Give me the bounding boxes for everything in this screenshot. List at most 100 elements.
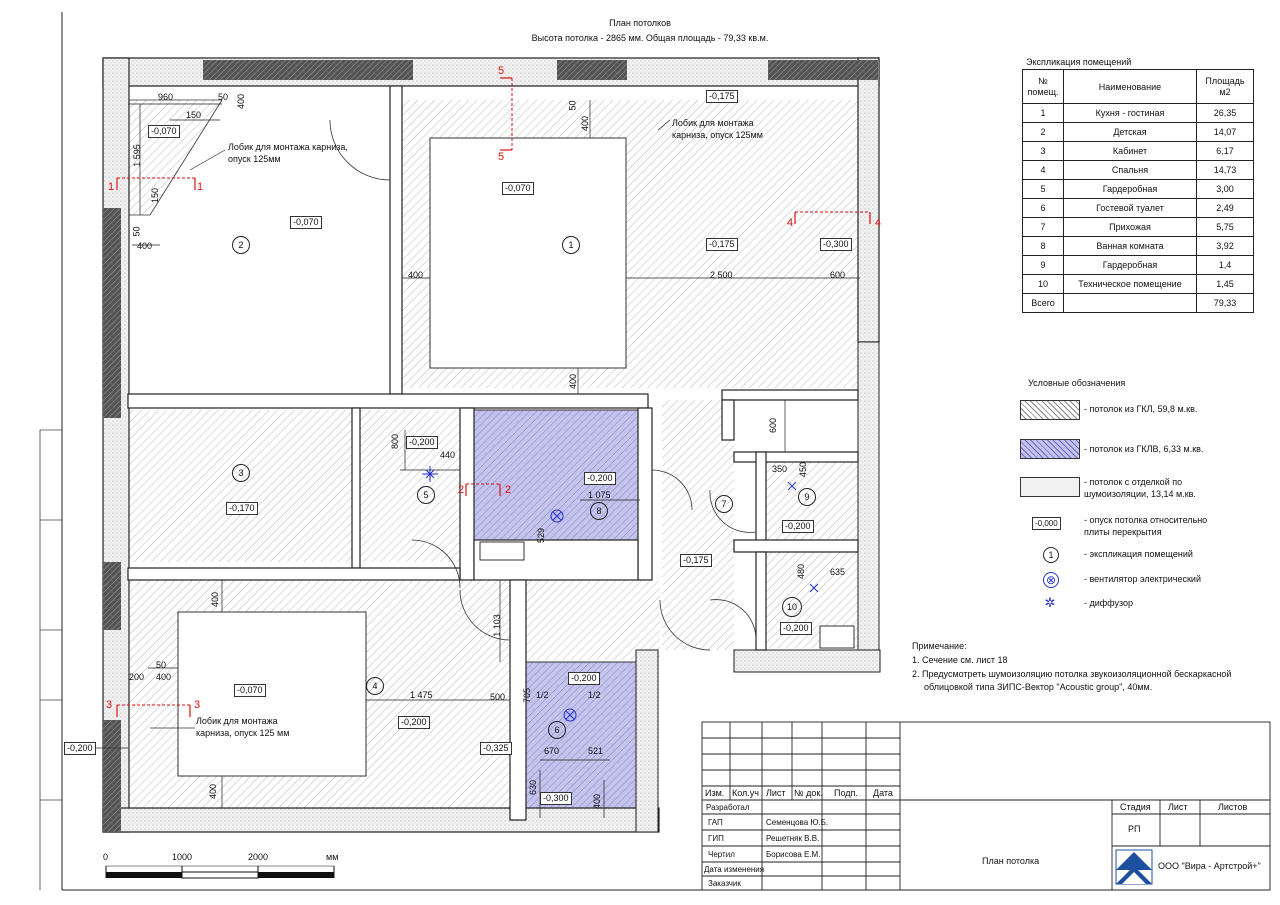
ceiling-recess-room1: [429, 137, 627, 369]
stamp-sheets-label: Листов: [1218, 802, 1248, 812]
legend-text: - диффузор: [1084, 598, 1134, 608]
level-mark: -0,300: [820, 238, 852, 251]
notes-title: Примечание:: [912, 641, 967, 651]
ceiling-zone-room5: [360, 410, 460, 562]
legend-text: - потолок из ГКЛВ, 6,33 м.кв.: [1084, 444, 1204, 454]
diffuser-icon: ✲: [1044, 595, 1056, 610]
dim-label: 400: [568, 373, 579, 390]
note-line: 1. Сечение см. лист 18: [912, 655, 1008, 665]
dim-label: 480: [796, 563, 807, 580]
table-cell: 8: [1022, 236, 1064, 256]
stamp-drawing-title: План потолка: [982, 856, 1040, 866]
dim-label: 529: [536, 527, 547, 544]
stamp-stage-label: Стадия: [1120, 802, 1151, 812]
table-cell: 5,75: [1196, 217, 1254, 237]
dim-label: 960: [158, 92, 174, 102]
stamp-name: Борисова Е.М.: [766, 850, 821, 859]
room-marker-2: 2: [232, 236, 250, 254]
dim-label: 400: [592, 793, 603, 810]
table-cell: 6,17: [1196, 141, 1254, 161]
dim-label: 400: [156, 672, 172, 682]
dim-label: 500: [490, 692, 506, 702]
legend-text: - экспликация помещений: [1084, 549, 1193, 559]
table-cell: [1063, 293, 1197, 313]
explication-header-name: Наименование: [1063, 69, 1197, 104]
stamp-header: Лист: [766, 788, 786, 798]
note-line: 2. Предусмотреть шумоизоляцию потолка зв…: [912, 669, 1232, 679]
scale-tick-1000: 1000: [172, 852, 193, 862]
table-cell: 10: [1022, 274, 1064, 294]
company-logo: [1115, 849, 1153, 885]
stamp-header: Изм.: [705, 788, 725, 798]
level-mark: -0,070: [502, 182, 534, 195]
room-marker-7: 7: [715, 495, 733, 513]
dim-label: 1 595: [131, 144, 142, 167]
level-mark: -0,200: [64, 742, 96, 755]
table-cell: 2,49: [1196, 198, 1254, 218]
table-cell: 3,92: [1196, 236, 1254, 256]
table-cell: Техническое помещение: [1063, 274, 1197, 294]
section-label-1a: 1: [108, 181, 115, 193]
legend-text: плиты перекрытия: [1084, 527, 1162, 537]
stamp-role: Чертил: [708, 850, 735, 859]
stamp-stage-value: РП: [1128, 824, 1141, 834]
section-label-2b: 2: [505, 484, 512, 496]
stamp-sheet-label: Лист: [1168, 802, 1188, 812]
stamp-name: Семенцова Ю.Б.: [766, 818, 829, 827]
fan-icon: ⊗: [1043, 572, 1059, 588]
dim-label: 1 075: [588, 490, 611, 500]
dim-label: 200: [129, 672, 145, 682]
level-mark: -0,300: [540, 792, 572, 805]
dim-label: 670: [544, 746, 560, 756]
ceiling-recess-room4: [177, 611, 367, 777]
scale-tick-0: 0: [103, 852, 109, 862]
legend-text: шумоизоляции, 13,14 м.кв.: [1084, 489, 1196, 499]
legend-swatch-noise: [1020, 477, 1080, 497]
dim-label: 400: [210, 591, 221, 608]
scale-tick-2000: 2000: [248, 852, 269, 862]
stamp-role: ГИП: [708, 834, 724, 843]
table-cell: Гардеробная: [1063, 179, 1197, 199]
level-mark: -0,200: [584, 472, 616, 485]
dim-label: 1/2: [588, 690, 601, 700]
table-cell: 1: [1022, 103, 1064, 123]
room-marker-1: 1: [562, 236, 580, 254]
dim-label: 400: [408, 270, 424, 280]
section-label-3b: 3: [194, 699, 201, 711]
dim-label: 400: [236, 93, 247, 110]
table-cell: 14,07: [1196, 122, 1254, 142]
legend-text: - опуск потолка относительно: [1084, 515, 1208, 525]
section-label-4a: 4: [787, 217, 794, 229]
section-label-4b: 4: [875, 217, 882, 229]
legend-title: Условные обозначения: [1028, 378, 1126, 388]
table-cell: Прихожая: [1063, 217, 1197, 237]
stamp-header: Дата: [873, 788, 893, 798]
stamp-role: Разработал: [706, 803, 750, 812]
table-cell: 79,33: [1196, 293, 1254, 313]
dim-label: 150: [150, 187, 161, 204]
table-cell: 7: [1022, 217, 1064, 237]
table-cell: Спальня: [1063, 160, 1197, 180]
dim-label: 800: [390, 433, 401, 450]
dim-label: 150: [186, 110, 202, 120]
section-label-2a: 2: [458, 484, 465, 496]
cornice-note-room1: Лобик для монтажа: [672, 118, 754, 128]
cornice-note-room4: Лобик для монтажа: [196, 716, 278, 726]
ceiling-zone-room3: [128, 410, 352, 562]
legend-text: - вентилятор электрический: [1084, 574, 1201, 584]
table-cell: Детская: [1063, 122, 1197, 142]
dim-label: 50: [156, 660, 167, 670]
room-marker-10: 10: [782, 597, 802, 617]
table-cell: Ванная комната: [1063, 236, 1197, 256]
cornice-note-room2: Лобик для монтажа карниза,: [228, 142, 348, 152]
scale-unit: мм: [326, 852, 339, 862]
explication-title: Экспликация помещений: [1026, 57, 1132, 67]
dim-label: 1 475: [410, 690, 433, 700]
